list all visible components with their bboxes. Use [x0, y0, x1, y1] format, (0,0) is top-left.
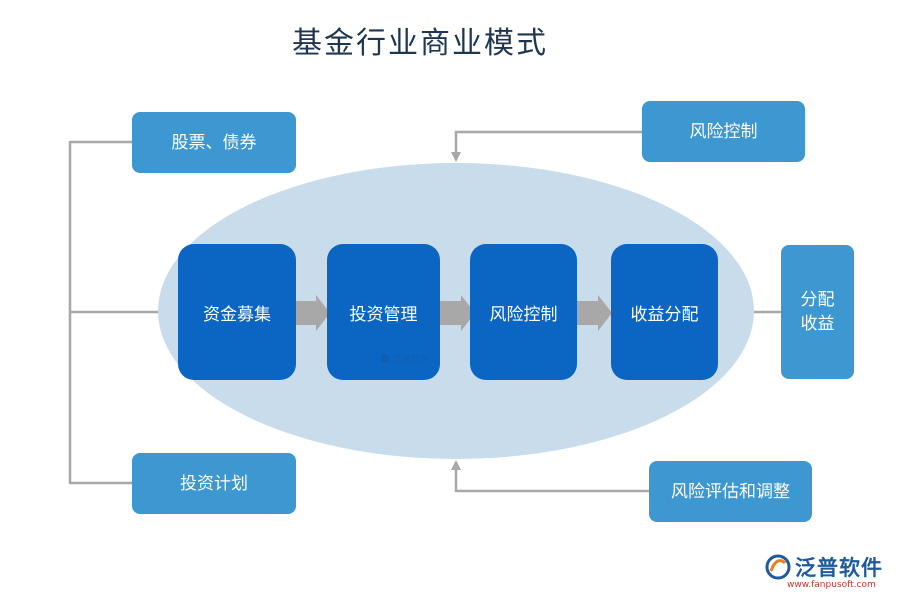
flow-arrow-1 [296, 295, 330, 331]
profit-distribution-label-line-2: 收益 [800, 314, 835, 334]
brand-logo: 泛普软件 www.fanpusoft.com [765, 552, 895, 594]
process-step-label: 收益分配 [630, 304, 699, 325]
stocks-bonds-box: 股票、债券 [132, 112, 296, 173]
risk-control-box: 风险控制 [642, 101, 805, 162]
process-step-risk-control: 风险控制 [470, 244, 577, 380]
process-step-profit-distribution: 收益分配 [611, 244, 718, 380]
process-step-label: 投资管理 [349, 304, 418, 325]
process-step-fundraising: 资金募集 [178, 244, 296, 380]
risk-assessment-label: 风险评估和调整 [671, 481, 790, 502]
risk-assessment-box: 风险评估和调整 [649, 461, 812, 522]
diagram-title: 基金行业商业模式 [292, 26, 548, 61]
stocks-bonds-label: 股票、债券 [171, 132, 257, 153]
flow-arrow-2 [440, 295, 475, 331]
investment-plan-label: 投资计划 [180, 473, 248, 494]
watermark-text: 泛普软件 [393, 355, 430, 365]
fanpu-logo-icon [765, 554, 791, 580]
risk-control-label: 风险控制 [689, 121, 758, 142]
process-step-label: 风险控制 [489, 304, 558, 325]
risk-control-connector [451, 130, 642, 162]
investment-plan-box: 投资计划 [132, 453, 296, 514]
risk-assessment-connector [451, 460, 649, 493]
watermark: 泛普软件 [380, 352, 429, 365]
process-step-investment-management: 投资管理 [327, 244, 440, 380]
process-step-label: 资金募集 [203, 304, 271, 325]
watermark-logo-icon [380, 354, 389, 363]
profit-distribution-label-line-1: 分配 [800, 290, 835, 310]
flow-arrow-3 [577, 295, 612, 331]
brand-name: 泛普软件 [795, 556, 883, 580]
profit-distribution-box: 分配 收益 [781, 245, 854, 379]
brand-url: www.fanpusoft.com [787, 580, 876, 590]
